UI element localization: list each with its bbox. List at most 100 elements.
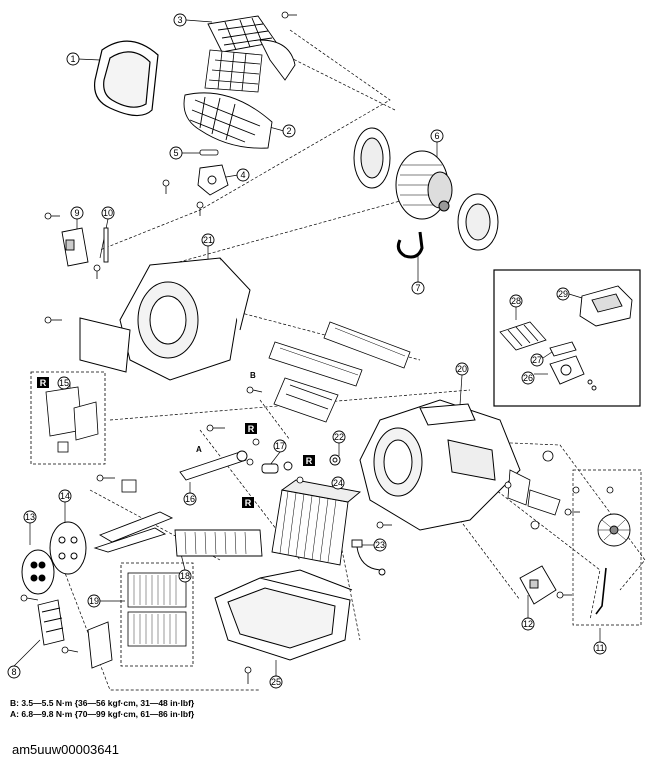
svg-text:29: 29 [558,289,568,299]
svg-text:26: 26 [523,373,533,383]
dashed-right-group [572,469,642,626]
part-door-linkage [504,450,614,530]
part-inset-actuator-29 [579,285,633,327]
part-resistor-8 [37,599,113,669]
replace-badges: R R R R [37,377,315,508]
part-inset-lever-27 [549,341,577,357]
callout-29: 29 [556,287,570,301]
part-grommet-22 [329,454,341,466]
part-disc-13 [21,549,55,595]
callout-28: 28 [509,294,523,308]
svg-text:10: 10 [103,208,113,218]
svg-text:24: 24 [333,478,343,488]
callout-27: 27 [530,353,544,367]
r-badge-pipe-top: R [245,423,257,434]
svg-text:19: 19 [89,596,99,606]
svg-text:3: 3 [177,15,182,25]
callout-25: 25 [269,675,283,689]
callout-26: 26 [521,371,535,385]
part-evaporator [271,479,362,566]
r-badge-joint: R [303,455,315,466]
svg-text:14: 14 [60,491,70,501]
callout-16: 16 [183,492,197,506]
callout-3: 3 [173,13,187,27]
part-insulation-sheets [45,386,99,453]
callout-2: 2 [282,124,296,138]
callout-19: 19 [87,594,101,608]
callout-21: 21 [201,233,215,247]
callout-5: 5 [169,146,183,160]
callout-8: 8 [7,665,21,679]
torque-mark-a: A [196,445,202,454]
svg-text:28: 28 [511,296,521,306]
torque-spec-a: A: 6.8—9.8 N·m {70—99 kgf·cm, 61—86 in·l… [10,709,195,719]
svg-text:15: 15 [59,378,69,388]
part-servo-12 [519,565,557,605]
part-top-cover [207,15,296,81]
part-actuator-gear [597,513,631,547]
svg-text:4: 4 [240,170,245,180]
r-badge-15: R [37,377,49,388]
part-heater-core [93,511,263,557]
callout-1: 1 [66,52,80,66]
part-drain-hose [396,231,424,259]
part-upper-housing [79,257,251,381]
svg-text:25: 25 [271,677,281,687]
part-link-rod-11 [595,567,607,615]
part-o-rings [246,438,304,484]
callout-15: 15 [57,376,71,390]
svg-text:27: 27 [532,355,542,365]
callout-12: 12 [521,617,535,631]
part-joint-17 [261,461,293,474]
svg-text:22: 22 [334,432,344,442]
svg-text:R: R [306,456,313,466]
callout-6: 6 [430,129,444,143]
part-inset-motor-26 [549,355,597,391]
part-air-mix-doors [268,321,411,423]
part-blower-case [183,92,273,149]
svg-text:23: 23 [375,540,385,550]
callouts: 1 2 3 4 5 6 7 8 9 10 11 12 13 14 15 16 1… [7,13,607,689]
inset-frame-dashed [30,371,106,465]
callout-17: 17 [273,439,287,453]
r-badge-pipe-bottom: R [242,497,254,508]
callout-7: 7 [411,281,425,295]
torque-specifications: B: 3.5—5.5 N·m {36—56 kgf·cm, 31—48 in·l… [10,698,194,720]
filter-frame-dashed [120,562,194,667]
part-pipe-16 [179,450,248,481]
torque-mark-b: B [250,371,256,380]
svg-text:16: 16 [185,494,195,504]
callout-4: 4 [236,168,250,182]
callout-22: 22 [332,430,346,444]
inset-frame-solid [493,269,641,407]
part-disc-14 [49,521,87,575]
svg-text:1: 1 [70,54,75,64]
svg-text:7: 7 [415,283,420,293]
svg-text:21: 21 [203,235,213,245]
figure-id: am5uuw00003641 [12,742,119,757]
svg-text:R: R [40,378,47,388]
callout-11: 11 [593,641,607,655]
part-intake-filter [204,49,263,93]
part-cabin-filters [127,572,187,647]
callout-20: 20 [455,362,469,376]
callout-14: 14 [58,489,72,503]
svg-text:11: 11 [595,643,604,653]
svg-text:R: R [248,424,255,434]
part-lower-case [214,569,353,661]
part-sensor-23 [351,539,386,576]
part-resistor-9 [61,227,89,267]
callout-24: 24 [331,476,345,490]
part-blower-motor [353,127,499,251]
svg-text:2: 2 [286,126,291,136]
svg-text:8: 8 [11,667,16,677]
svg-text:9: 9 [74,208,79,218]
part-small-screws [20,11,580,684]
part-seal-frame [93,40,159,117]
svg-text:20: 20 [457,364,467,374]
svg-text:13: 13 [25,512,35,522]
svg-text:12: 12 [523,619,533,629]
svg-text:5: 5 [173,148,178,158]
part-main-housing [359,399,521,531]
